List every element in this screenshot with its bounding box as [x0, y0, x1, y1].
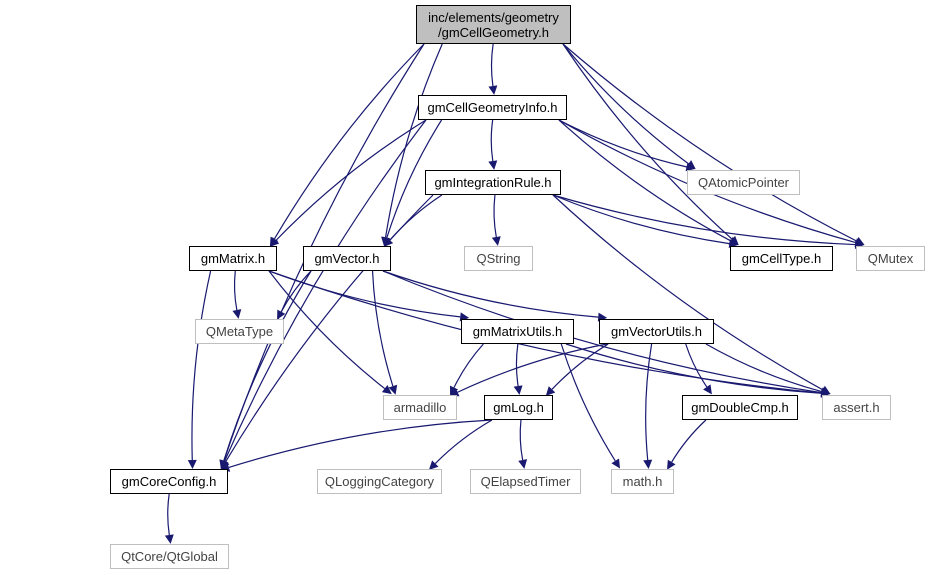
node-label: inc/elements/geometry [428, 9, 559, 25]
edge-matrix-to-qmetatype [233, 270, 238, 311]
arrowhead-icon [820, 387, 831, 396]
node-gmMatrixUtils[interactable]: gmMatrixUtils.h [461, 319, 574, 344]
edge-info-to-celltype [558, 119, 731, 242]
edge-log-to-qelapsed [519, 419, 524, 461]
node-label: /gmCellGeometry.h [437, 24, 549, 40]
node-QString: QString [464, 246, 533, 271]
edge-doublecmp-to-math [671, 419, 707, 463]
node-root-gmCellGeometry[interactable]: inc/elements/geometry /gmCellGeometry.h [416, 5, 571, 44]
arrowhead-icon [381, 385, 392, 395]
edge-vector-to-coreconfig [223, 270, 312, 462]
arrowhead-icon [728, 239, 739, 249]
arrowhead-icon [703, 384, 712, 395]
node-gmCoreConfig[interactable]: gmCoreConfig.h [110, 469, 228, 494]
edge-coreconfig-to-qtglobal [167, 493, 170, 536]
edge-info-to-coreconfig [224, 119, 427, 462]
arrowhead-icon [277, 309, 286, 320]
edge-vectorutils-to-armadillo [457, 343, 608, 393]
edge-log-to-qlogging [434, 419, 493, 464]
edge-root-to-qatomic [562, 43, 689, 165]
edge-vectorutils-to-log [551, 343, 609, 390]
node-QMutex: QMutex [856, 246, 925, 271]
edge-vectorutils-to-assert [705, 343, 822, 393]
edge-vector-to-armadillo [371, 270, 394, 387]
node-math: math.h [611, 469, 674, 494]
edge-root-to-info [490, 43, 494, 87]
arrowhead-icon [269, 237, 280, 247]
edge-rule-to-assert [552, 194, 823, 391]
edge-matrixutils-to-math [560, 343, 616, 462]
node-QtGlobal: QtCore/QtGlobal [110, 544, 229, 569]
arrowhead-icon [491, 236, 501, 246]
node-armadillo: armadillo [383, 395, 457, 420]
edge-log-to-coreconfig [228, 419, 493, 468]
edge-rule-to-qmutex [552, 194, 856, 246]
edge-root-to-vector [384, 43, 443, 238]
node-QLoggingCategory: QLoggingCategory [317, 469, 442, 494]
node-gmMatrix[interactable]: gmMatrix.h [189, 246, 277, 271]
edge-vectorutils-to-math [645, 343, 653, 461]
node-QMetaType: QMetaType [195, 319, 284, 344]
edge-matrixutils-to-log [515, 343, 519, 387]
edge-rule-to-coreconfig [225, 194, 434, 463]
node-QAtomicPointer: QAtomicPointer [687, 170, 800, 195]
node-QElapsedTimer: QElapsedTimer [470, 469, 581, 494]
arrowhead-icon [428, 460, 439, 470]
edge-matrixutils-to-assert [565, 343, 822, 394]
node-gmVectorUtils[interactable]: gmVectorUtils.h [599, 319, 714, 344]
arrowhead-icon [488, 85, 498, 95]
node-gmCellType[interactable]: gmCellType.h [730, 246, 833, 271]
arrowhead-icon [164, 534, 174, 544]
arrowhead-icon [513, 385, 523, 395]
node-gmDoubleCmp[interactable]: gmDoubleCmp.h [682, 395, 798, 420]
arrowhead-icon [388, 384, 398, 395]
node-assert: assert.h [822, 395, 891, 420]
arrowhead-icon [545, 386, 556, 396]
arrowhead-icon [685, 162, 696, 172]
node-gmCellGeometryInfo[interactable]: gmCellGeometryInfo.h [418, 95, 567, 120]
edge-root-to-matrix [273, 43, 425, 240]
edge-rule-to-vector [389, 194, 443, 241]
edge-vector-to-vectorutils [382, 270, 599, 318]
edge-rule-to-celltype [552, 194, 730, 245]
edge-root-to-qmutex [562, 43, 857, 242]
arrowhead-icon [518, 459, 528, 469]
edge-info-to-vector [386, 119, 443, 239]
edge-vector-to-qmetatype [280, 270, 312, 313]
edge-info-to-rule [490, 119, 494, 162]
arrowhead-icon [232, 309, 242, 319]
edge-matrixutils-to-armadillo [453, 343, 484, 388]
edge-vectorutils-to-doublecmp [685, 343, 708, 388]
node-gmVector[interactable]: gmVector.h [303, 246, 391, 271]
edge-matrix-to-assert [268, 270, 822, 394]
edge-info-to-qatomic [558, 119, 687, 168]
edge-rule-to-qstring [493, 194, 497, 238]
arrowhead-icon [488, 160, 498, 170]
arrowhead-icon [187, 459, 197, 470]
edge-matrix-to-armadillo [268, 270, 386, 390]
node-gmLog[interactable]: gmLog.h [484, 395, 553, 420]
edge-matrix-to-coreconfig [191, 270, 212, 461]
arrowhead-icon [667, 459, 676, 470]
arrowhead-icon [449, 388, 460, 397]
edge-root-to-celltype [562, 43, 733, 240]
arrowhead-icon [643, 459, 653, 469]
node-gmIntegrationRule[interactable]: gmIntegrationRule.h [425, 170, 561, 195]
arrowhead-icon [219, 459, 229, 470]
arrowhead-icon [611, 458, 621, 469]
edge-info-to-matrix [275, 119, 427, 241]
